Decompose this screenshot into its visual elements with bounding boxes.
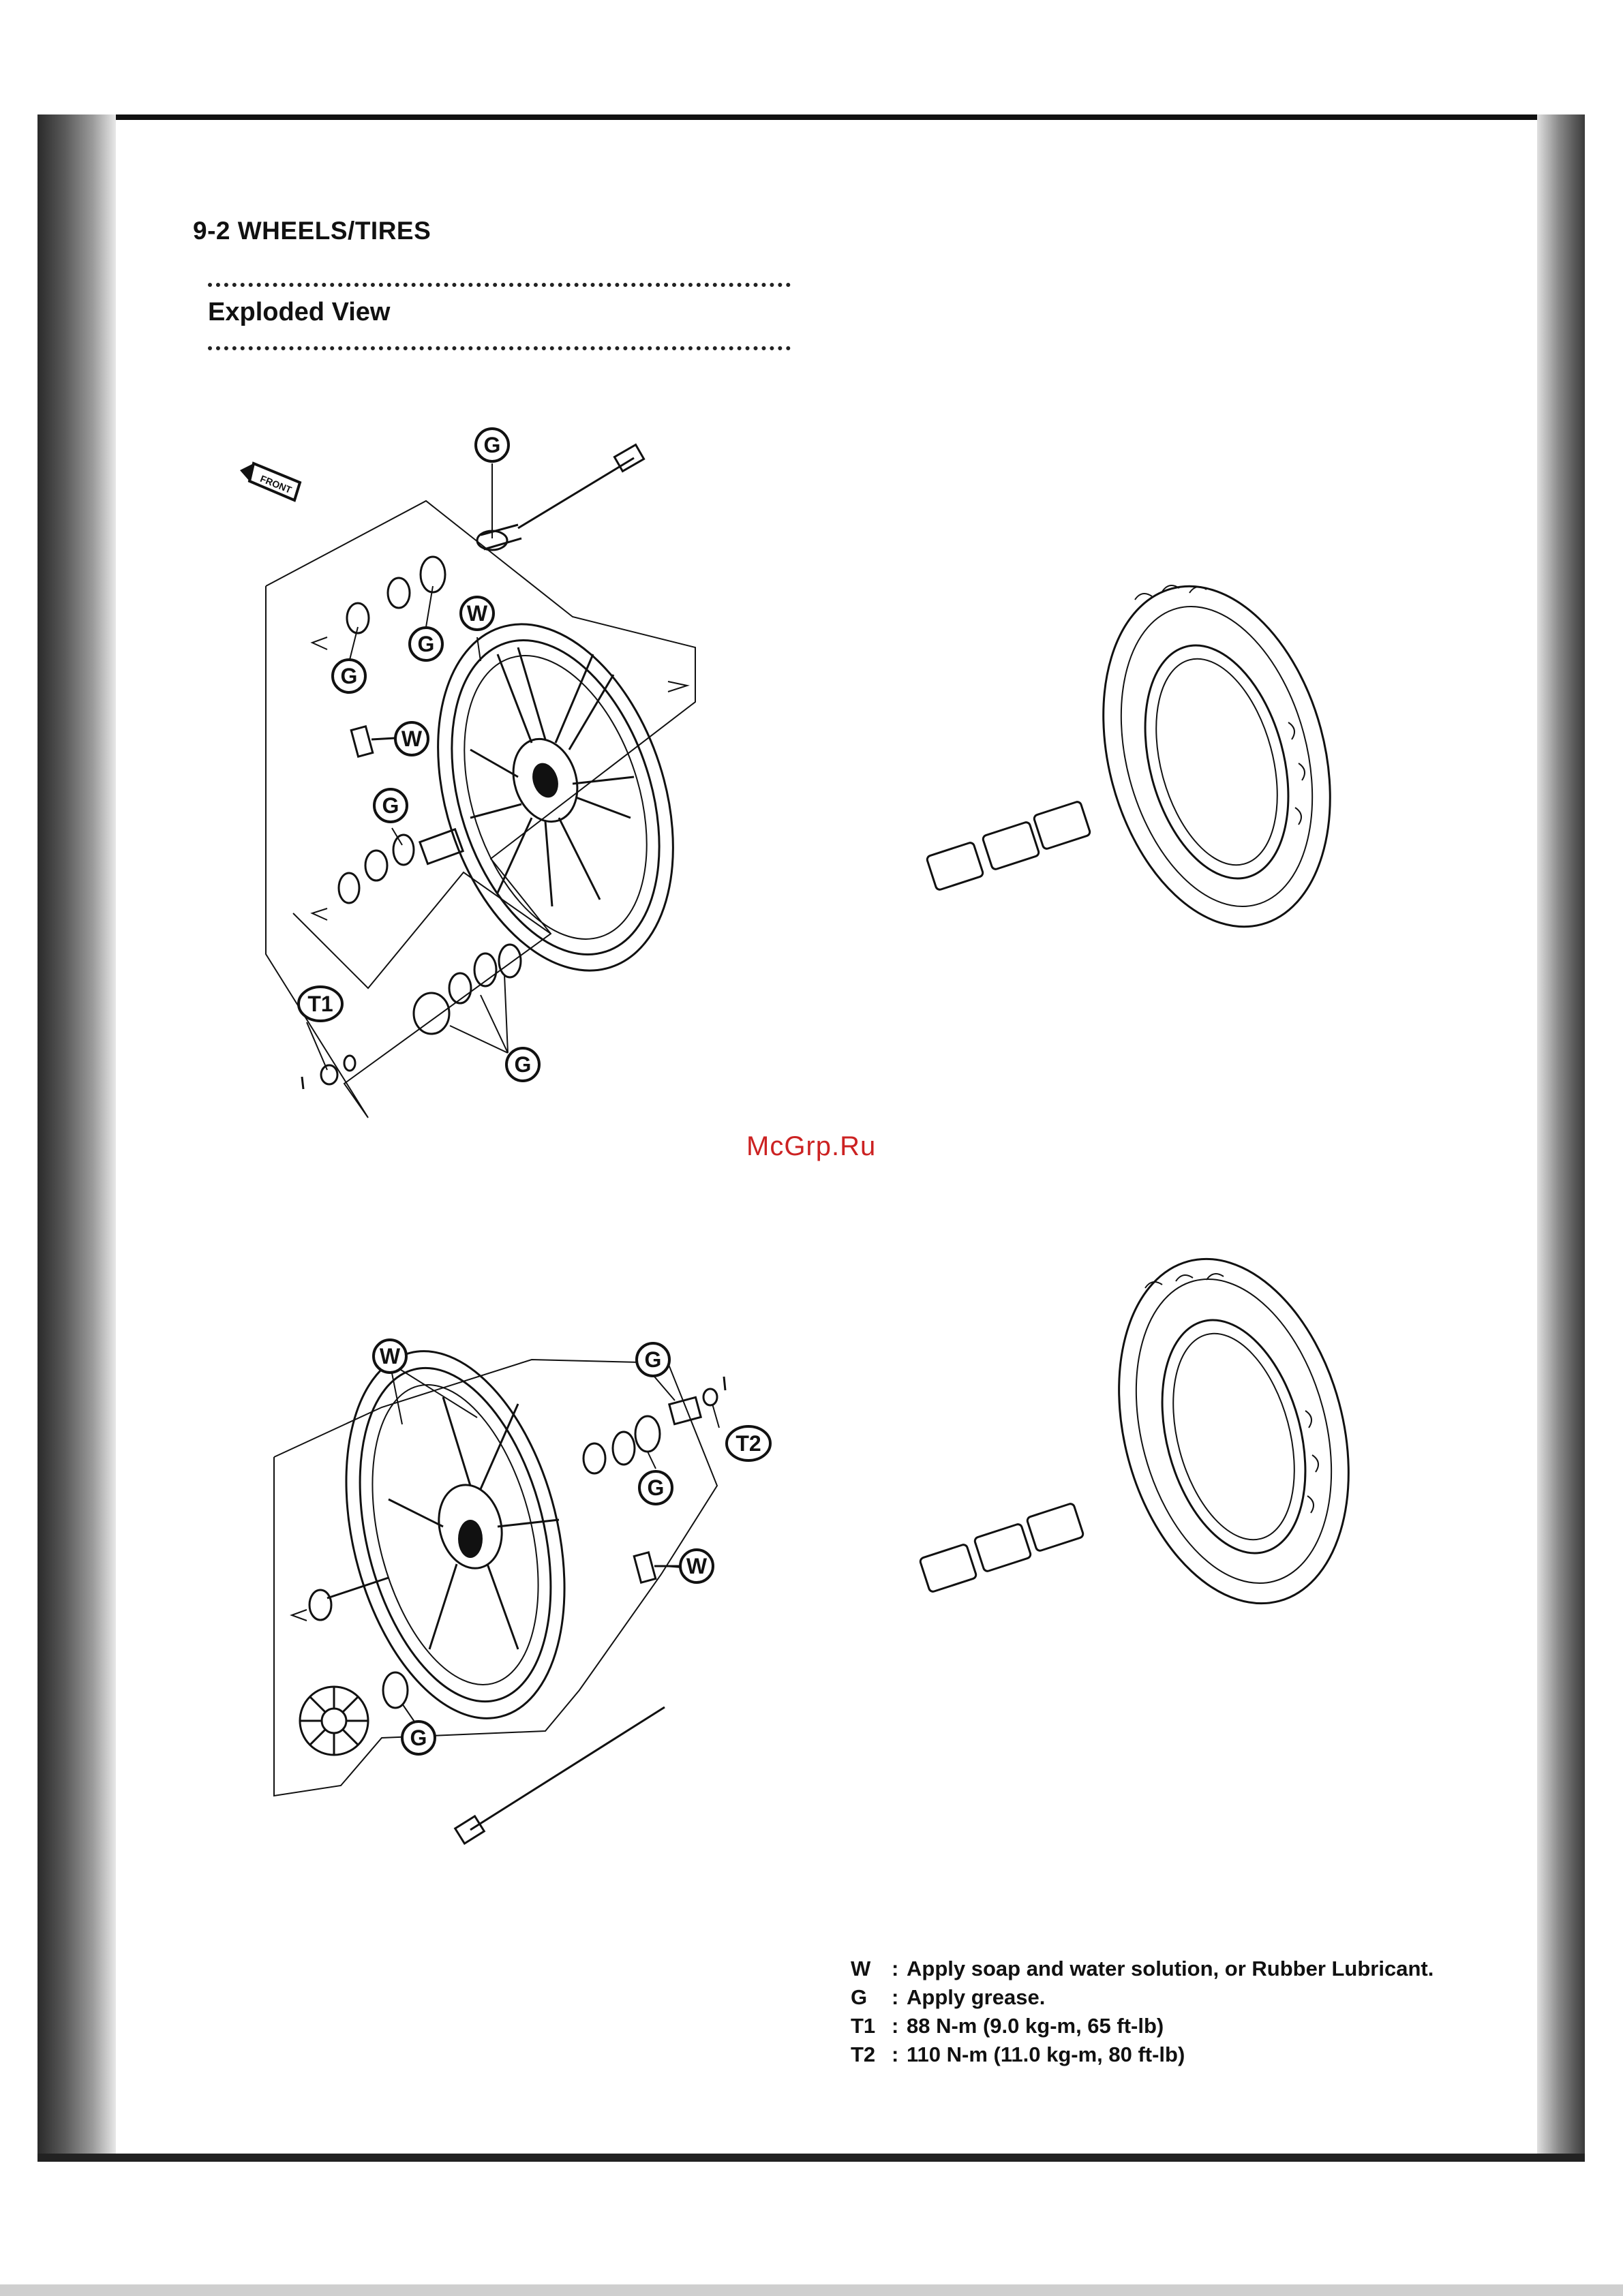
- front-balance-weights: [926, 801, 1091, 891]
- legend-row-t2: T2 : 110 N-m (11.0 kg-m, 80 ft-lb): [851, 2040, 1434, 2069]
- legend-row-g: G : Apply grease.: [851, 1983, 1434, 2012]
- svg-text:W: W: [467, 601, 488, 626]
- svg-text:G: G: [645, 1347, 662, 1372]
- svg-text:G: G: [410, 1726, 427, 1750]
- svg-text:G: G: [484, 433, 501, 457]
- svg-text:G: G: [382, 793, 399, 818]
- svg-text:W: W: [686, 1554, 708, 1578]
- callout-t1-nut: T1: [299, 987, 342, 1021]
- callout-g-o-ring: G: [402, 1721, 435, 1754]
- callout-w-valve: W: [395, 722, 428, 755]
- rear-wheel-assembly: W G T2 G W G: [274, 1328, 770, 1843]
- callout-g-speedo-gear: G: [506, 1048, 539, 1081]
- legend-row-t1: T1 : 88 N-m (9.0 kg-m, 65 ft-lb): [851, 2012, 1434, 2040]
- front-tire: [1067, 561, 1365, 952]
- svg-text:T1: T1: [307, 992, 333, 1016]
- callout-w-tire-bead: W: [461, 597, 494, 630]
- callout-t2-rear-nut: T2: [727, 1426, 770, 1460]
- callout-g-bearing-right: G: [410, 628, 442, 660]
- callout-w-rear-valve: W: [680, 1550, 713, 1582]
- front-wheel-assembly: FRONT: [0, 0, 714, 1118]
- rear-tire: [1083, 1233, 1385, 1629]
- svg-text:G: G: [418, 632, 435, 656]
- callout-g-rear-axle-spacer: G: [637, 1343, 669, 1376]
- callout-g-lower-bearing: G: [374, 789, 407, 822]
- front-direction-arrow-icon: FRONT: [240, 463, 300, 500]
- svg-text:G: G: [341, 664, 358, 688]
- callout-g-axle: G: [476, 429, 509, 461]
- rear-balance-weights: [920, 1503, 1084, 1593]
- svg-text:W: W: [380, 1344, 401, 1368]
- legend-row-w: W : Apply soap and water solution, or Ru…: [851, 1955, 1434, 1983]
- svg-text:T2: T2: [735, 1431, 761, 1456]
- callout-g-upper-bearing: G: [0, 0, 405, 577]
- callout-g-rear-bearing: G: [639, 1471, 672, 1504]
- watermark: McGrp.Ru: [746, 1131, 876, 1162]
- callout-w-rear-tire-bead: W: [374, 1340, 406, 1373]
- svg-text:W: W: [401, 726, 423, 751]
- svg-text:G: G: [515, 1052, 532, 1077]
- cush-drive-damper: [300, 1687, 368, 1755]
- callout-g-bearing-left: G: [333, 660, 365, 692]
- svg-text:G: G: [648, 1475, 665, 1500]
- legend: W : Apply soap and water solution, or Ru…: [851, 1955, 1434, 2069]
